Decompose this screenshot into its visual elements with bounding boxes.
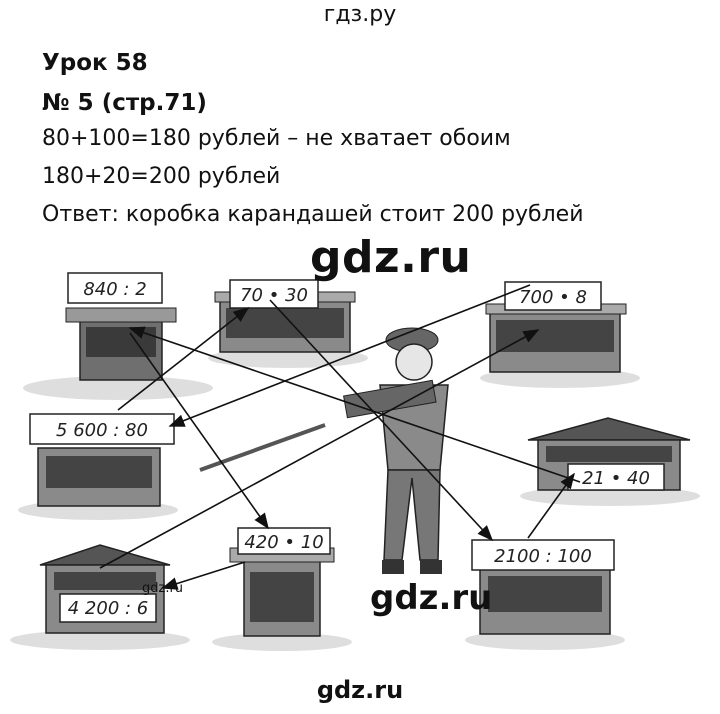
kiosk-label: 4 200 : 6 xyxy=(68,598,149,619)
kiosk-840-2: 840 : 2 xyxy=(65,272,177,381)
solution-line-2: 180+20=200 рублей xyxy=(42,164,281,189)
watermark: gdz.ru xyxy=(310,232,472,283)
kiosk-label: 70 • 30 xyxy=(240,285,308,306)
kiosk-label: 21 • 40 xyxy=(582,468,650,489)
lesson-title: Урок 58 xyxy=(42,50,148,76)
task-number: № 5 (стр.71) xyxy=(42,90,207,116)
solution-line-1: 80+100=180 рублей – не хватает обоим xyxy=(42,126,511,151)
kiosk-420-10: 420 • 10 xyxy=(229,527,335,637)
kiosk-4200-6: 4 200 : 6 xyxy=(39,544,171,634)
watermark: gdz.ru xyxy=(370,578,493,618)
answer-line: Ответ: коробка карандашей стоит 200 рубл… xyxy=(42,202,584,227)
connection-arrows xyxy=(99,284,581,590)
site-footer: gdz.ru xyxy=(316,676,404,704)
kiosk-label: 5 600 : 80 xyxy=(56,420,148,441)
kiosk-700-8: 700 • 8 xyxy=(485,281,627,373)
kiosk-label: 840 : 2 xyxy=(83,279,146,300)
kiosk-5600-80: 5 600 : 80 xyxy=(29,413,175,507)
site-header: гдз.ру xyxy=(323,2,397,27)
kiosk-21-40: 21 • 40 xyxy=(527,417,691,491)
kiosk-label: 420 • 10 xyxy=(244,532,323,553)
kiosk-label: 700 • 8 xyxy=(519,287,587,308)
watermark: gdz.ru xyxy=(142,581,184,596)
kiosk-2100-100: 2100 : 100 xyxy=(471,539,615,635)
kiosk-label: 2100 : 100 xyxy=(494,546,592,567)
